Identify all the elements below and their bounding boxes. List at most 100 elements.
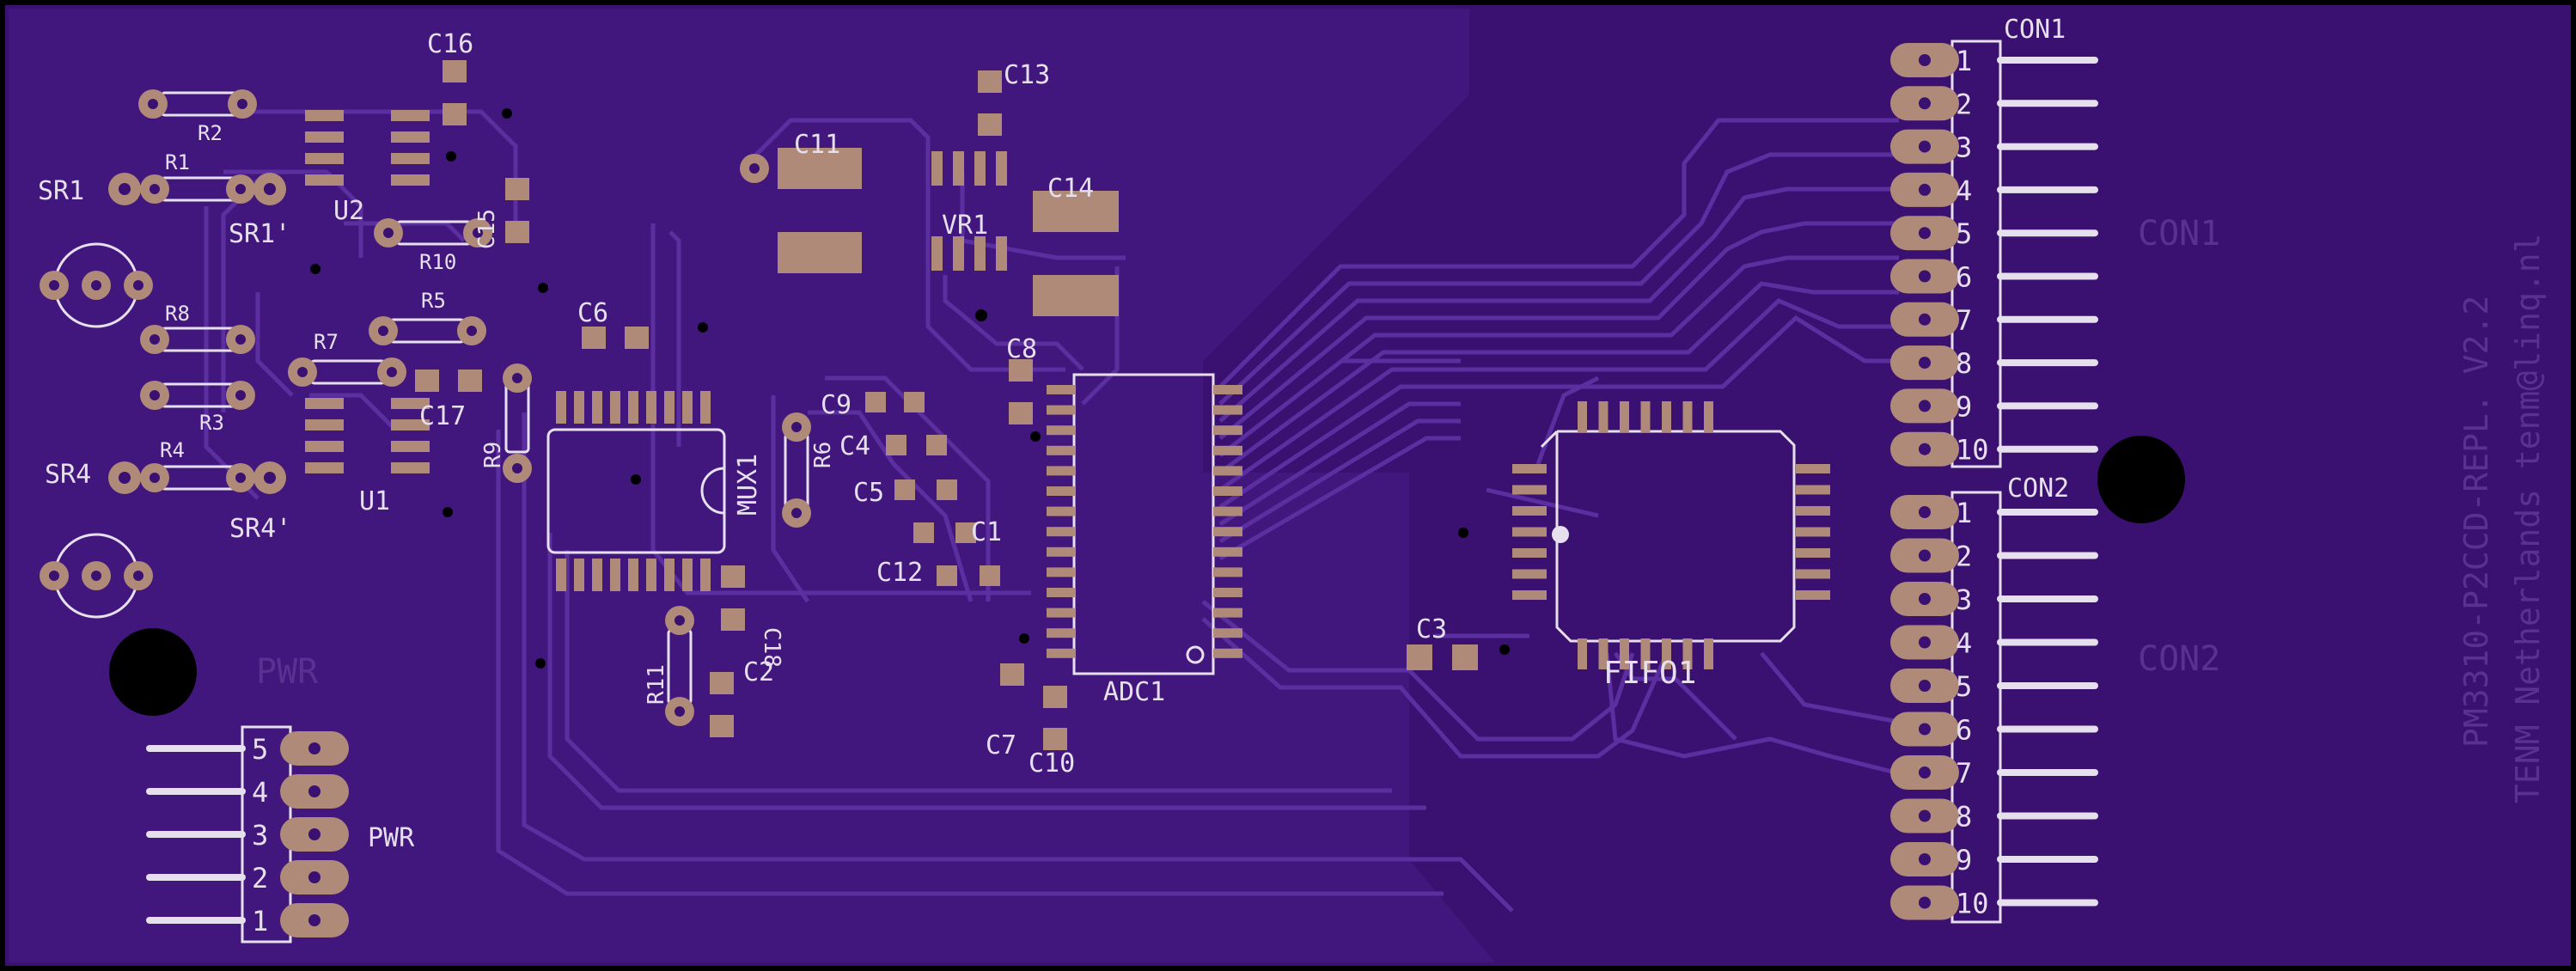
fifo-pin (1512, 569, 1547, 579)
label-r9: R9 (480, 442, 506, 468)
label-r11: R11 (644, 664, 669, 705)
header-pad-hole (1919, 270, 1931, 283)
header-pin-number: 4 (1956, 174, 1972, 207)
label-r3: R3 (199, 411, 224, 435)
label-c11: C11 (794, 130, 840, 160)
fifo-pin (1578, 638, 1587, 669)
fifo-pin (1796, 569, 1830, 579)
header-pad-hole (1919, 723, 1931, 736)
header-pin-number: 8 (1956, 801, 1972, 834)
resistor-r3 (140, 381, 255, 410)
header-pad-hole (1919, 549, 1931, 562)
label-c13: C13 (1004, 60, 1050, 90)
header-pin-number: 2 (1956, 540, 1972, 573)
label-c1: C1 (971, 517, 1002, 547)
label-c10: C10 (1029, 748, 1075, 779)
label-r7: R7 (314, 330, 339, 354)
adc-pin (1213, 486, 1242, 496)
header-pin-number: 6 (1956, 714, 1972, 747)
ic-u2 (305, 110, 430, 186)
adc-pin (1213, 527, 1242, 537)
resistor-r1 (108, 173, 286, 205)
coax-sr1 (40, 242, 153, 328)
header-pad-hole (1919, 636, 1931, 649)
header-pad-hole (308, 871, 320, 883)
label-c16: C16 (427, 29, 473, 59)
header-pin-number: 9 (1956, 844, 1972, 876)
fifo-pin (1796, 527, 1830, 537)
fifo-pin (1512, 464, 1547, 473)
fifo-pin (1796, 464, 1830, 473)
label-c2: C2 (743, 657, 774, 687)
label-r4: R4 (160, 438, 185, 462)
header-pin-number: 8 (1956, 347, 1972, 380)
adc-pin (1213, 547, 1242, 557)
adc-pin (1047, 628, 1076, 638)
fifo-pin (1640, 638, 1651, 669)
resistor-r8 (140, 325, 255, 354)
fifo-pin (1620, 401, 1629, 432)
header-pad-hole (308, 914, 320, 926)
ghost-con1-label: CON1 (2138, 214, 2220, 253)
header-pin-number: 10 (1956, 888, 1989, 920)
label-r6: R6 (810, 442, 836, 468)
header-pin-number: 1 (1956, 45, 1972, 77)
label-c4: C4 (839, 431, 870, 461)
label-con1: CON1 (2004, 15, 2066, 45)
label-con2: CON2 (2007, 473, 2069, 504)
label-u2: U2 (333, 196, 364, 226)
header-pad-hole (1919, 896, 1931, 909)
adc-pin (1213, 506, 1242, 516)
header-pin-number: 1 (1956, 497, 1972, 529)
resistor-r7 (288, 357, 406, 387)
header-pad-hole (308, 742, 320, 754)
header-pad-hole (1919, 593, 1931, 605)
resistor-r5 (369, 316, 486, 345)
fifo-pin (1598, 401, 1608, 432)
header-pin-number: 3 (252, 819, 268, 852)
header-pad-hole (1919, 400, 1931, 412)
adc-pin (1213, 385, 1242, 394)
mounting-hole (109, 628, 197, 716)
header-pin-number: 2 (1956, 88, 1972, 120)
label-r10: R10 (419, 250, 456, 274)
header-pad-hole (1919, 853, 1931, 865)
header-pad-hole (1919, 183, 1931, 196)
fifo-pin (1796, 548, 1830, 558)
ic-mux1 (546, 391, 726, 591)
label-c6: C6 (577, 298, 608, 328)
large-capacitors (740, 148, 1119, 316)
adc-pin (1047, 567, 1076, 577)
silk-labels: C16 C13 R2 R1 SR1 SR1' U2 R10 C15 C11 C1… (38, 15, 2069, 853)
adc-pin (1047, 466, 1076, 476)
fifo-pin (1704, 638, 1713, 669)
board-title-text: PM3310-P2CCD-REPL. V2.2 (2457, 296, 2495, 748)
label-r8: R8 (165, 302, 190, 326)
label-u1: U1 (359, 486, 390, 516)
label-sr1-prime: SR1' (229, 219, 290, 249)
adc-pin (1213, 445, 1242, 455)
fifo-pin (1796, 506, 1830, 516)
fifo-pin (1662, 638, 1671, 669)
adc-pin (1213, 628, 1242, 638)
fifo-pin (1796, 590, 1830, 600)
header-pad-hole (1919, 140, 1931, 153)
label-r2: R2 (198, 121, 223, 145)
fifo-pin (1682, 638, 1693, 669)
label-adc1: ADC1 (1103, 677, 1165, 707)
adc-pin (1213, 405, 1242, 415)
fifo-pin (1662, 401, 1671, 432)
header-pad-hole (1919, 227, 1931, 240)
label-c17: C17 (419, 401, 466, 431)
header-pad-hole (1919, 506, 1931, 518)
fifo-pin (1512, 506, 1547, 516)
fifo-pin (1512, 527, 1547, 537)
adc-pin (1047, 425, 1076, 436)
resistor-r6 (782, 412, 811, 528)
label-c18: C18 (759, 627, 784, 668)
label-c8: C8 (1006, 334, 1037, 364)
label-c12: C12 (876, 558, 923, 588)
label-c3: C3 (1416, 614, 1447, 644)
